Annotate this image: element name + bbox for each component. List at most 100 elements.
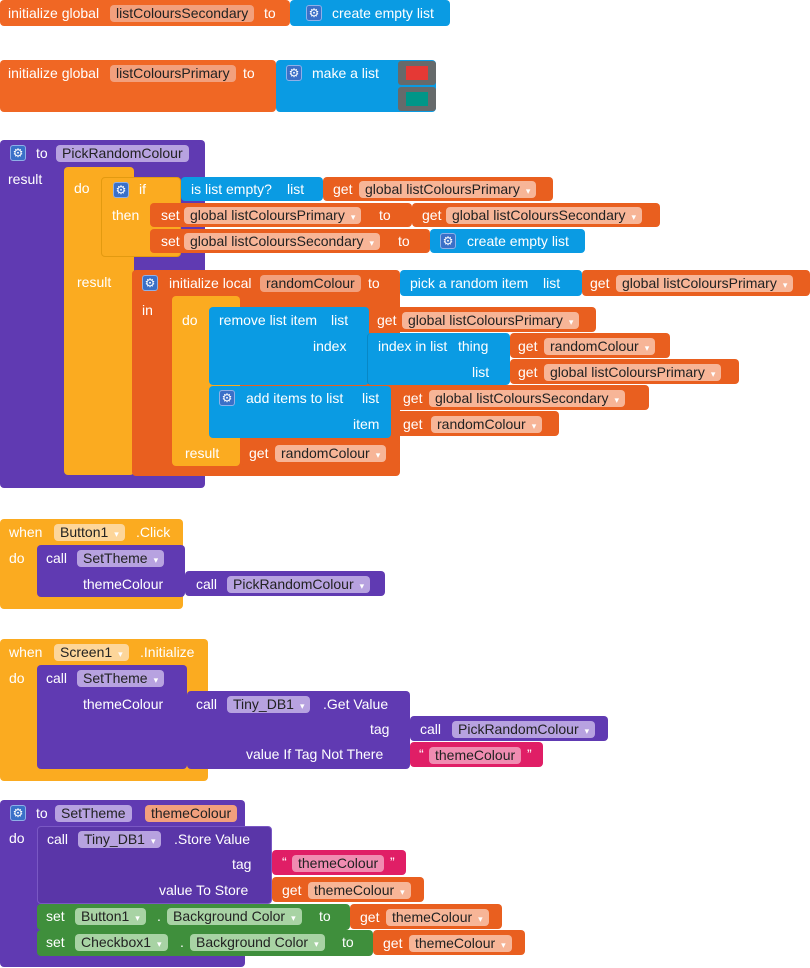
tinydb-getvalue-block[interactable]: call Tiny_DB1▾ .Get Value tag value If T… [187, 691, 410, 769]
global-var-name-field[interactable]: listColoursSecondary [110, 5, 255, 22]
add-items-to-list-block[interactable]: ⚙ add items to list list item [209, 386, 391, 438]
create-empty-list-label: create empty list [467, 233, 569, 249]
keyword-to: to [342, 934, 354, 950]
call-pickrandomcolour-block[interactable]: call PickRandomColour▾ [410, 716, 608, 741]
init-secondary-block[interactable]: initialize global listColoursSecondary t… [0, 0, 290, 26]
set-secondary-block[interactable]: set global listColoursSecondary▾ to [150, 229, 430, 253]
make-a-list-label: make a list [312, 65, 379, 81]
text-field[interactable]: themeColour [292, 855, 385, 872]
keyword-call: call [196, 696, 218, 712]
component-dropdown[interactable]: Tiny_DB1▾ [227, 696, 311, 713]
get-primary-block[interactable]: get global listColoursPrimary▾ [582, 270, 810, 296]
tinydb-storevalue-block[interactable]: call Tiny_DB1▾ .Store Value tag value To… [37, 826, 272, 904]
pick-random-item-block[interactable]: pick a random item list [400, 270, 582, 296]
param-name: themeColour [83, 696, 164, 712]
call-settheme-block[interactable]: call SetTheme▾ themeColour [37, 545, 185, 597]
color-block-red[interactable] [398, 61, 436, 85]
get-primary-block[interactable]: get global listColoursPrimary▾ [369, 307, 596, 332]
keyword-get: get [590, 275, 610, 291]
component-dropdown[interactable]: Button1▾ [75, 908, 146, 925]
keyword-tag: tag [232, 856, 252, 872]
keyword-to: to [379, 207, 391, 223]
mutator-gear-icon[interactable]: ⚙ [10, 145, 26, 161]
get-var-dropdown[interactable]: global listColoursPrimary▾ [359, 181, 537, 198]
get-var-dropdown[interactable]: global listColoursPrimary▾ [402, 312, 580, 329]
keyword-to: to [319, 908, 331, 924]
keyword-when: when [9, 644, 43, 660]
quote-close: ” [390, 854, 395, 870]
keyword-call: call [47, 831, 69, 847]
keyword-get: get [377, 312, 397, 328]
get-var-dropdown[interactable]: global listColoursSecondary▾ [429, 390, 626, 407]
component-dropdown[interactable]: Screen1▾ [54, 644, 129, 661]
component-dropdown[interactable]: Button1▾ [54, 524, 125, 541]
get-secondary-block[interactable]: get global listColoursSecondary▾ [412, 203, 660, 227]
get-var-dropdown[interactable]: themeColour▾ [409, 935, 512, 952]
get-var-dropdown[interactable]: themeColour▾ [386, 909, 489, 926]
get-var-dropdown[interactable]: randomColour▾ [431, 416, 543, 433]
create-empty-list-block[interactable]: ⚙ create empty list [430, 229, 585, 253]
procedure-name-field[interactable]: SetTheme [55, 805, 132, 822]
keyword-get: get [518, 338, 538, 354]
component-dropdown[interactable]: Checkbox1▾ [75, 934, 168, 951]
get-var-dropdown[interactable]: global listColoursSecondary▾ [446, 207, 643, 224]
call-pickrandomcolour-block[interactable]: call PickRandomColour▾ [185, 571, 385, 596]
procedure-dropdown[interactable]: SetTheme▾ [77, 550, 165, 567]
is-list-empty-block[interactable]: is list empty? list [181, 177, 323, 201]
keyword-get: get [383, 935, 403, 951]
set-primary-block[interactable]: set global listColoursPrimary▾ to [150, 203, 412, 227]
set-var-dropdown[interactable]: global listColoursSecondary▾ [184, 233, 381, 250]
get-primary-block[interactable]: get global listColoursPrimary▾ [323, 177, 553, 201]
param-name-field[interactable]: themeColour [145, 805, 238, 822]
mutator-gear-icon[interactable]: ⚙ [142, 275, 158, 291]
keyword-call: call [46, 550, 68, 566]
get-secondary-block[interactable]: get global listColoursSecondary▾ [391, 385, 649, 410]
create-empty-list-block[interactable]: ⚙ create empty list [290, 0, 450, 26]
keyword-value-to-store: value To Store [159, 882, 249, 898]
get-var-dropdown[interactable]: randomColour▾ [275, 445, 387, 462]
text-block[interactable]: “ themeColour ” [272, 850, 406, 875]
get-var-dropdown[interactable]: themeColour▾ [308, 882, 411, 899]
text-block[interactable]: “ themeColour ” [410, 742, 543, 767]
keyword-set: set [161, 233, 180, 249]
get-param-block[interactable]: get themeColour▾ [350, 904, 502, 929]
color-block-teal[interactable] [398, 87, 436, 111]
mutator-gear-icon[interactable]: ⚙ [219, 390, 235, 406]
get-var-dropdown[interactable]: global listColoursPrimary▾ [544, 364, 722, 381]
quote-close: ” [527, 746, 532, 762]
property-dropdown[interactable]: Background Color▾ [167, 908, 302, 925]
set-var-dropdown[interactable]: global listColoursPrimary▾ [184, 207, 362, 224]
get-random-colour-block[interactable]: get randomColour▾ [240, 440, 400, 465]
set-checkbox1-bgcolor-block[interactable]: set Checkbox1▾ . Background Color▾ to [37, 930, 373, 956]
property-dropdown[interactable]: Background Color▾ [190, 934, 325, 951]
text-field[interactable]: themeColour [429, 747, 522, 764]
procedure-dropdown[interactable]: PickRandomColour▾ [227, 576, 371, 593]
procedure-dropdown[interactable]: PickRandomColour▾ [452, 721, 596, 738]
mutator-gear-icon[interactable]: ⚙ [10, 805, 26, 821]
remove-list-item-block[interactable]: remove list item list index [209, 307, 369, 385]
mutator-gear-icon[interactable]: ⚙ [440, 233, 456, 249]
get-random-colour-block[interactable]: get randomColour▾ [391, 411, 559, 436]
init-primary-block[interactable]: initialize global listColoursPrimary to [0, 60, 276, 112]
local-var-name-field[interactable]: randomColour [260, 275, 361, 292]
procedure-name-field[interactable]: PickRandomColour [56, 145, 189, 162]
mutator-gear-icon[interactable]: ⚙ [286, 65, 302, 81]
dot-separator: . [157, 908, 161, 924]
get-random-colour-block[interactable]: get randomColour▾ [510, 333, 670, 358]
get-var-dropdown[interactable]: global listColoursPrimary▾ [616, 275, 794, 292]
get-param-block[interactable]: get themeColour▾ [373, 930, 525, 955]
index-in-list-block[interactable]: index in list thing list [367, 333, 510, 385]
get-var-dropdown[interactable]: randomColour▾ [544, 338, 656, 355]
keyword-call: call [46, 670, 68, 686]
mutator-gear-icon[interactable]: ⚙ [306, 5, 322, 21]
set-button1-bgcolor-block[interactable]: set Button1▾ . Background Color▾ to [37, 904, 350, 930]
procedure-dropdown[interactable]: SetTheme▾ [77, 670, 165, 687]
mutator-gear-icon[interactable]: ⚙ [113, 182, 129, 198]
keyword-get: get [403, 416, 423, 432]
get-param-block[interactable]: get themeColour▾ [272, 877, 424, 902]
call-settheme-block[interactable]: call SetTheme▾ themeColour [37, 665, 187, 769]
keyword-result: result [77, 274, 112, 290]
get-primary-block[interactable]: get global listColoursPrimary▾ [510, 359, 739, 384]
global-var-name-field[interactable]: listColoursPrimary [110, 65, 236, 82]
component-dropdown[interactable]: Tiny_DB1▾ [78, 831, 162, 848]
